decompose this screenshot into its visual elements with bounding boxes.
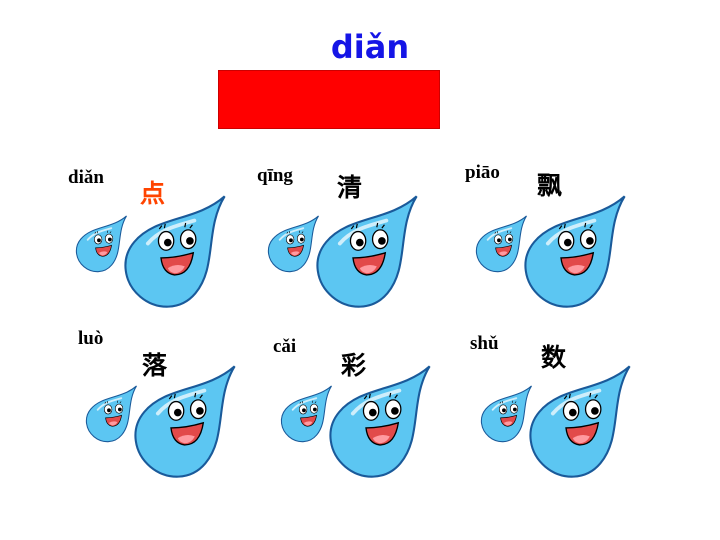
hanzi-character: 彩: [341, 351, 367, 380]
character-card-3[interactable]: piāo 飘: [460, 130, 690, 310]
pinyin-label: luò: [78, 328, 104, 349]
pinyin-label: diǎn: [68, 167, 104, 188]
hanzi-character: 落: [142, 351, 168, 380]
hanzi-character: 点: [140, 179, 166, 208]
raindrop-pair-icon: [475, 195, 626, 308]
raindrop-pair-icon: [480, 365, 631, 478]
raindrop-pair-icon: [267, 195, 418, 308]
slide-title: diǎn: [330, 28, 410, 66]
hanzi-character: 飘: [537, 171, 563, 200]
pinyin-label: cǎi: [273, 336, 297, 357]
pinyin-label: shǔ: [470, 333, 499, 354]
raindrop-pair-icon: [280, 365, 431, 478]
pinyin-label: piāo: [465, 162, 500, 183]
character-card-6[interactable]: shǔ 数: [465, 300, 695, 480]
answer-box[interactable]: [218, 70, 440, 129]
character-card-2[interactable]: qīng 清: [252, 130, 482, 310]
raindrop-pair-icon: [75, 195, 226, 308]
character-card-1[interactable]: diǎn 点: [60, 130, 290, 310]
raindrop-pair-icon: [85, 365, 236, 478]
pinyin-label: qīng: [257, 165, 293, 186]
character-card-5[interactable]: cǎi 彩: [265, 300, 495, 480]
hanzi-character: 清: [337, 173, 363, 202]
hanzi-character: 数: [541, 343, 567, 372]
character-card-4[interactable]: luò 落: [70, 300, 300, 480]
